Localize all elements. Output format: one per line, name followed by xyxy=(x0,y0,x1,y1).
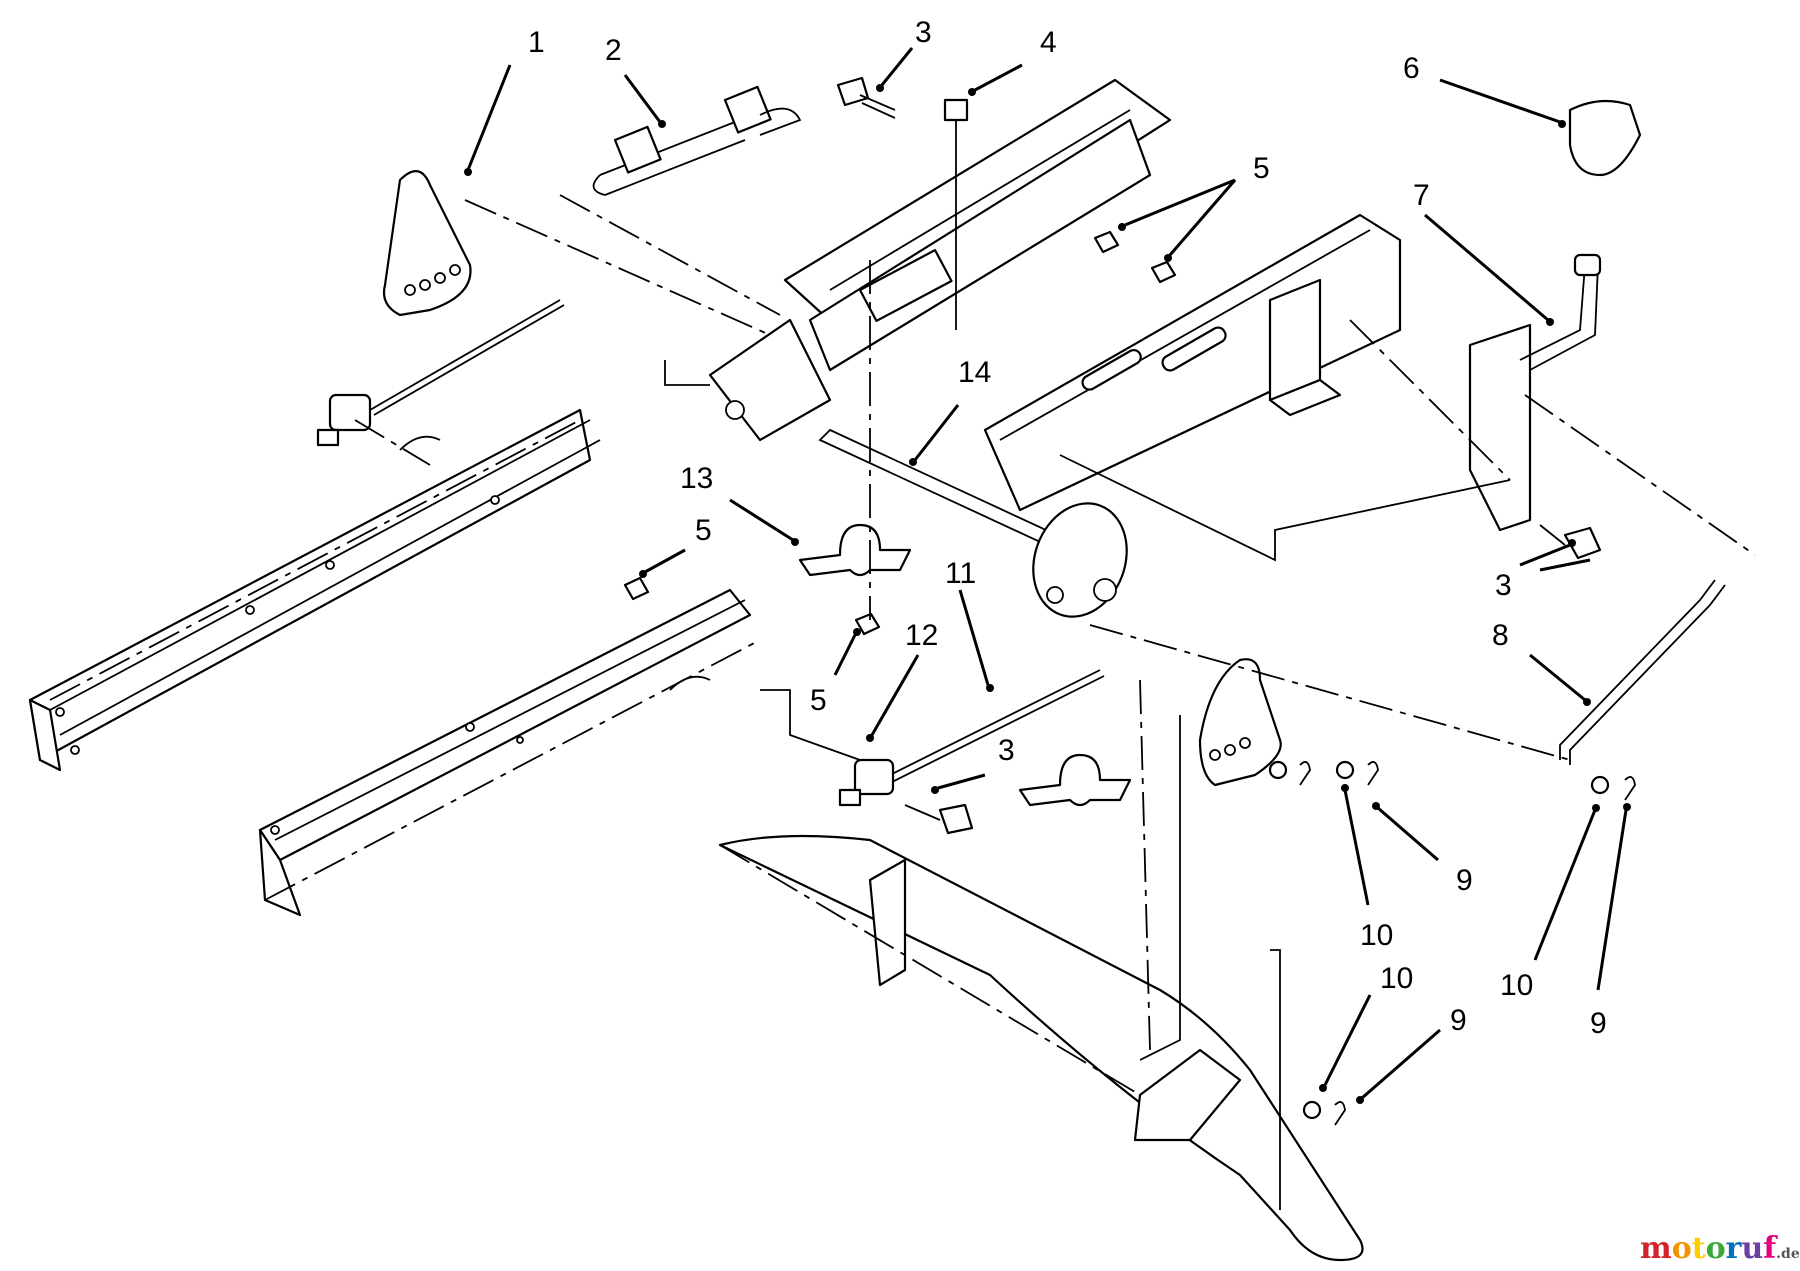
callout-10: 10 xyxy=(1360,919,1393,952)
strap-clamp-upper xyxy=(798,523,912,577)
callout-labels: 1 2 3 4 5 6 7 14 13 5 11 12 5 3 3 8 9 10… xyxy=(528,16,1607,1040)
upper-frame-channel xyxy=(783,78,1172,372)
alignment-lines xyxy=(49,194,1756,1210)
callout-2: 2 xyxy=(605,34,622,67)
callout-10-lower: 10 xyxy=(1380,962,1413,995)
callout-4: 4 xyxy=(1040,26,1057,59)
callout-5: 5 xyxy=(1253,152,1270,185)
lift-bracket-upper xyxy=(382,170,472,317)
adjustment-rod-lower xyxy=(838,669,1105,807)
watermark-letter: m xyxy=(1640,1231,1672,1266)
callout-1: 1 xyxy=(528,26,545,59)
callout-11: 11 xyxy=(945,557,976,590)
hardware-bolt-right xyxy=(1539,524,1602,560)
hardware-washers xyxy=(1268,760,1610,1120)
right-cross-frame xyxy=(983,213,1402,512)
leader-lines xyxy=(464,47,1631,1104)
callout-13: 13 xyxy=(680,462,713,495)
watermark-logo: motoruf.de xyxy=(1640,1231,1800,1266)
callout-7: 7 xyxy=(1413,179,1430,212)
watermark-letter: o xyxy=(1672,1231,1692,1266)
callout-8: 8 xyxy=(1492,619,1509,652)
left-frame-rail xyxy=(28,408,601,772)
left-lower-rail xyxy=(258,588,752,917)
callout-12: 12 xyxy=(905,619,938,652)
callout-5-left: 5 xyxy=(695,514,712,547)
watermark-letter: r xyxy=(1726,1231,1743,1266)
callout-3: 3 xyxy=(915,16,932,49)
svg-text:motoruf.de: motoruf.de xyxy=(1640,1231,1800,1266)
watermark-letter: u xyxy=(1741,1231,1763,1266)
hardware-hairpin-clips xyxy=(1299,761,1636,1126)
callout-10-right: 10 xyxy=(1500,969,1533,1002)
callout-3-lower: 3 xyxy=(998,734,1015,767)
lift-link-rod xyxy=(1559,579,1726,765)
callout-5-lower: 5 xyxy=(810,684,827,717)
hardware-bolt xyxy=(836,76,896,119)
watermark-text: motoruf xyxy=(1640,1231,1778,1266)
lift-lever xyxy=(1468,253,1602,532)
watermark-letter: o xyxy=(1706,1231,1726,1266)
hardware-bolt-lower xyxy=(904,803,974,835)
hardware-bolt-vertical xyxy=(943,98,969,330)
hardware-nuts xyxy=(623,230,1177,636)
callout-9-right: 9 xyxy=(1590,1007,1607,1040)
callout-3-right: 3 xyxy=(1495,569,1512,602)
deck-hanger xyxy=(718,834,1364,1262)
lever-knob xyxy=(1568,99,1642,177)
cross-shaft xyxy=(708,318,1128,618)
callout-14: 14 xyxy=(958,356,991,389)
callout-9-lower: 9 xyxy=(1450,1004,1467,1037)
callout-6: 6 xyxy=(1403,52,1420,85)
lift-bracket-lower xyxy=(1198,658,1282,787)
callout-9: 9 xyxy=(1456,864,1473,897)
watermark-letter: t xyxy=(1692,1231,1706,1266)
strap-clamp-lower xyxy=(1018,753,1132,807)
watermark-letter: f xyxy=(1763,1231,1778,1266)
extension-spring xyxy=(592,85,802,196)
watermark-tld: .de xyxy=(1776,1246,1800,1262)
adjustment-rod-left xyxy=(316,299,565,447)
